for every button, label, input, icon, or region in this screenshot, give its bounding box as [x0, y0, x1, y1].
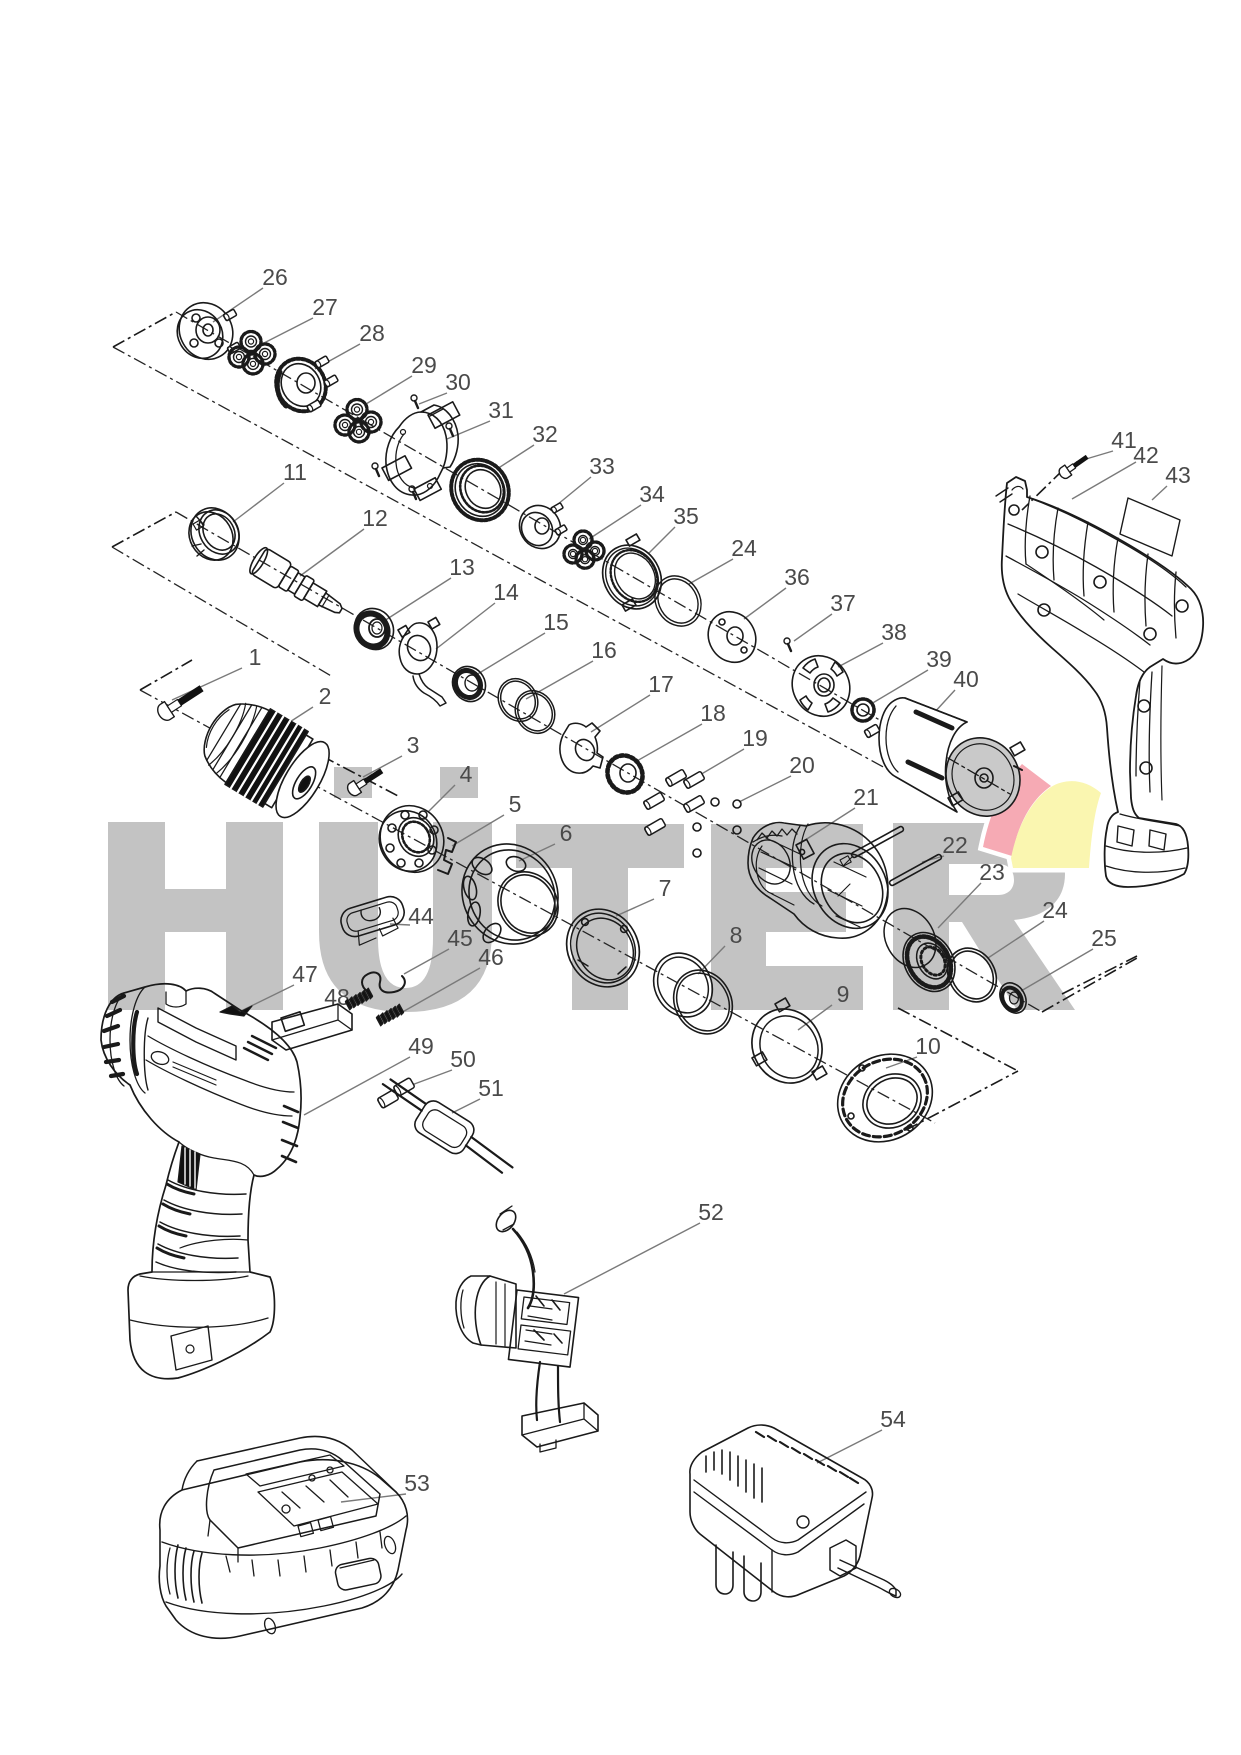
svg-text:52: 52	[698, 1199, 724, 1225]
svg-text:30: 30	[445, 369, 471, 395]
svg-text:28: 28	[359, 320, 385, 346]
svg-text:36: 36	[784, 564, 810, 590]
svg-text:50: 50	[450, 1046, 476, 1072]
svg-text:44: 44	[408, 903, 434, 929]
svg-text:37: 37	[830, 590, 856, 616]
svg-text:23: 23	[979, 859, 1005, 885]
svg-text:39: 39	[926, 646, 952, 672]
svg-text:16: 16	[591, 637, 617, 663]
svg-text:47: 47	[292, 961, 318, 987]
svg-text:45: 45	[447, 925, 473, 951]
svg-text:42: 42	[1133, 442, 1159, 468]
svg-text:21: 21	[853, 784, 879, 810]
svg-text:53: 53	[404, 1470, 430, 1496]
svg-text:12: 12	[362, 505, 388, 531]
svg-text:3: 3	[407, 732, 420, 758]
svg-text:43: 43	[1165, 462, 1191, 488]
svg-text:51: 51	[478, 1075, 504, 1101]
svg-text:26: 26	[262, 264, 288, 290]
svg-text:20: 20	[789, 752, 815, 778]
svg-text:5: 5	[509, 791, 522, 817]
svg-text:17: 17	[648, 671, 674, 697]
svg-text:15: 15	[543, 609, 569, 635]
svg-text:8: 8	[730, 922, 743, 948]
svg-text:24: 24	[1042, 897, 1068, 923]
svg-text:46: 46	[478, 944, 504, 970]
svg-text:6: 6	[560, 820, 573, 846]
svg-text:35: 35	[673, 503, 699, 529]
svg-text:4: 4	[460, 761, 473, 787]
svg-text:11: 11	[283, 459, 307, 485]
svg-text:27: 27	[312, 294, 338, 320]
svg-text:48: 48	[324, 984, 350, 1010]
svg-text:31: 31	[488, 397, 514, 423]
svg-text:41: 41	[1111, 427, 1137, 453]
svg-text:32: 32	[532, 421, 558, 447]
svg-text:18: 18	[700, 700, 726, 726]
svg-text:49: 49	[408, 1033, 434, 1059]
svg-text:54: 54	[880, 1406, 906, 1432]
svg-text:13: 13	[449, 554, 475, 580]
svg-text:14: 14	[493, 579, 519, 605]
svg-text:1: 1	[249, 644, 262, 670]
svg-text:34: 34	[639, 481, 665, 507]
svg-text:2: 2	[319, 683, 332, 709]
svg-text:38: 38	[881, 619, 907, 645]
svg-text:10: 10	[915, 1033, 941, 1059]
svg-text:9: 9	[837, 981, 850, 1007]
svg-text:22: 22	[942, 832, 968, 858]
svg-text:25: 25	[1091, 925, 1117, 951]
svg-text:29: 29	[411, 352, 437, 378]
svg-text:19: 19	[742, 725, 768, 751]
svg-text:7: 7	[659, 875, 672, 901]
svg-text:24: 24	[731, 535, 757, 561]
svg-text:40: 40	[953, 666, 979, 692]
svg-text:33: 33	[589, 453, 615, 479]
